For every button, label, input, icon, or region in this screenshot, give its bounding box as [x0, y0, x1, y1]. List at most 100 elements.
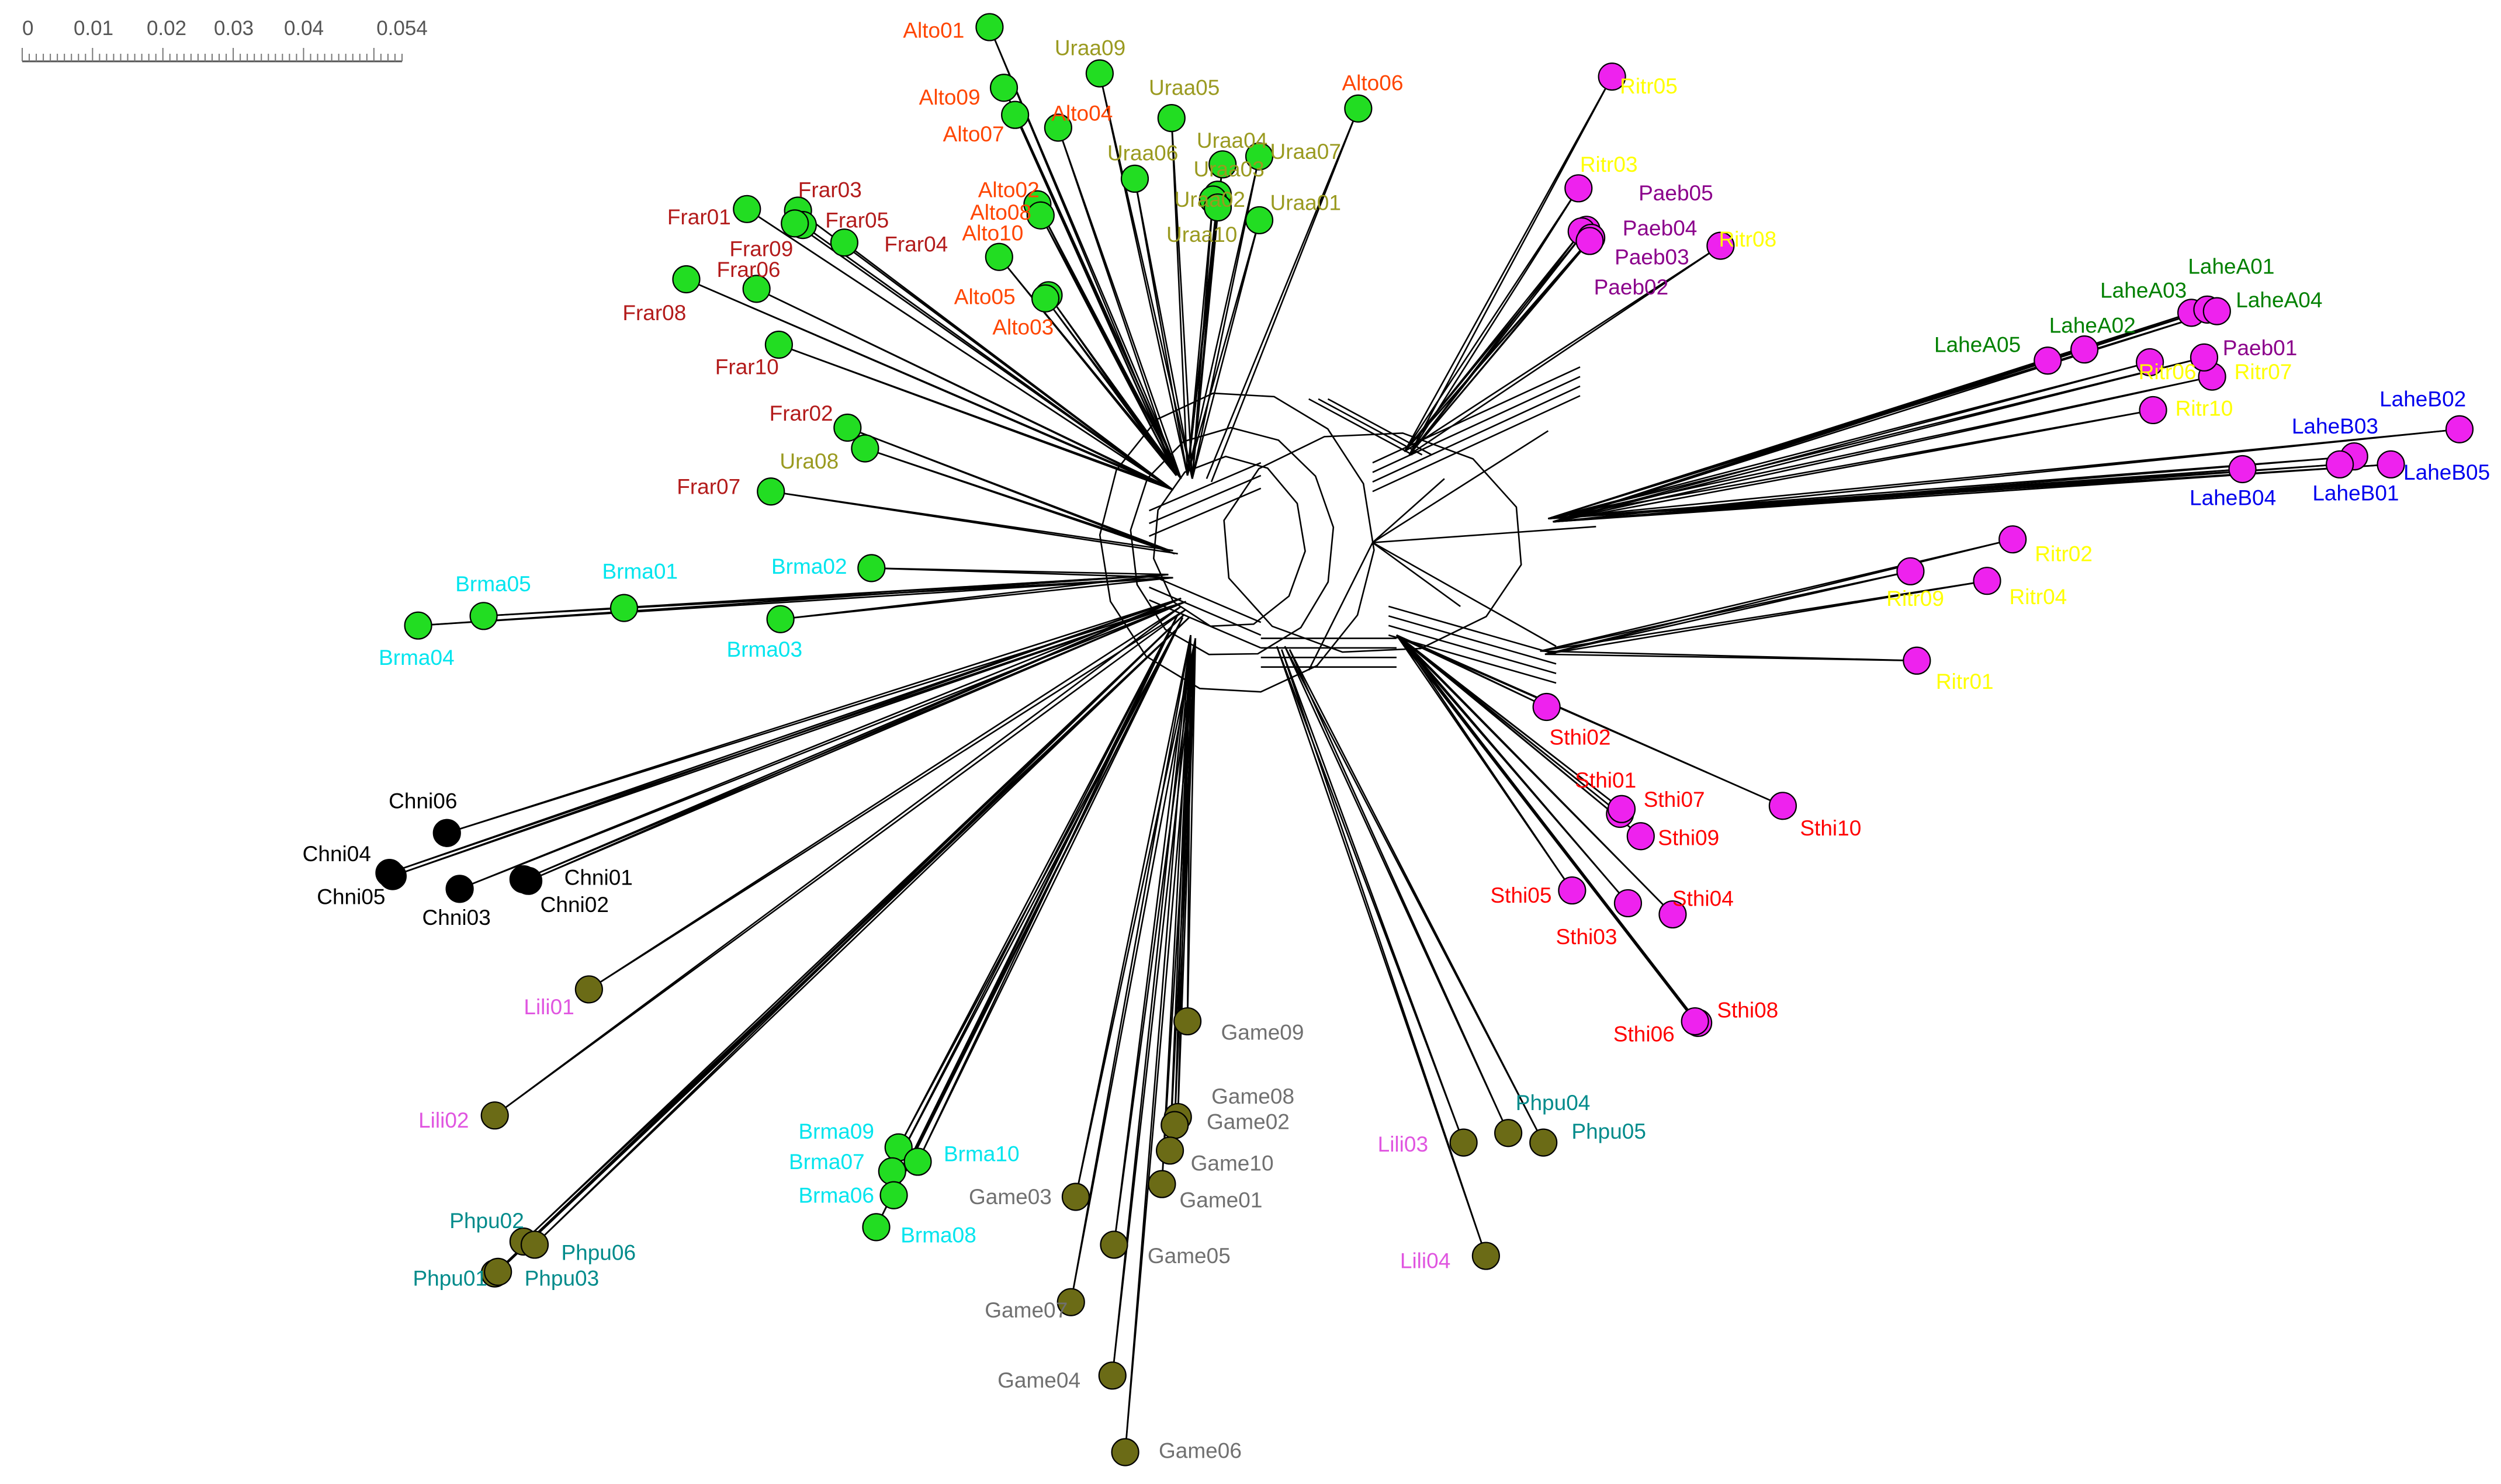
taxon-node — [1613, 889, 1643, 918]
taxon-node — [484, 1257, 512, 1286]
taxon-label: Ura08 — [780, 449, 839, 473]
taxon-node — [1208, 150, 1237, 179]
taxon-edge-parallel — [497, 617, 1190, 1273]
taxon-node — [1706, 231, 1735, 260]
taxon-edge-parallel — [1210, 108, 1359, 483]
web-ring — [1223, 432, 1522, 653]
taxon-label: Phpu02 — [449, 1209, 524, 1233]
taxon-label: Sthi05 — [1491, 883, 1552, 907]
taxon-node — [903, 1147, 932, 1176]
taxon-edge — [1170, 118, 1189, 476]
taxon-edge-parallel — [778, 344, 1173, 491]
taxon-label: Uraa04 — [1197, 129, 1267, 152]
taxon-node — [757, 477, 785, 506]
taxon-label: Sthi01 — [1575, 768, 1636, 792]
taxon-edge — [588, 605, 1182, 990]
taxon-label: Ritr10 — [2176, 397, 2233, 421]
taxon-edge — [1404, 245, 1721, 453]
taxon-edge — [1124, 634, 1191, 1452]
taxon-edge-parallel — [1124, 638, 1197, 1452]
taxon-label: Alto05 — [954, 285, 1016, 309]
taxon-label: Chni06 — [389, 789, 457, 813]
taxon-node — [1471, 1242, 1500, 1270]
taxon-edge — [1113, 634, 1191, 1245]
taxon-edge — [1404, 188, 1579, 452]
taxon-label: Phpu04 — [1516, 1091, 1591, 1115]
taxon-label: Chni03 — [422, 906, 491, 930]
taxon-edge-parallel — [756, 288, 1174, 491]
taxon-edge — [1404, 76, 1613, 452]
taxon-label: Brma06 — [798, 1183, 874, 1207]
taxon-node — [1532, 692, 1561, 722]
taxon-node — [1598, 63, 1626, 91]
taxon-node — [480, 1101, 509, 1130]
taxon-label: Ritr01 — [1936, 670, 1994, 694]
taxon-label: Paeb03 — [1615, 245, 1689, 269]
taxon-label: Uraa05 — [1149, 76, 1220, 100]
taxon-edge-parallel — [1057, 127, 1182, 479]
taxon-edge-parallel — [1099, 73, 1193, 479]
taxon-label: Lili02 — [418, 1108, 469, 1132]
taxon-label: Ritr04 — [2010, 585, 2067, 609]
taxon-node — [1044, 113, 1072, 142]
taxon-label: Uraa02 — [1175, 188, 1245, 211]
web-band-line — [1372, 385, 1581, 483]
taxon-node — [878, 1157, 906, 1185]
taxon-node — [1100, 1230, 1128, 1259]
taxon-label: Sthi09 — [1658, 826, 1719, 850]
taxon-label: Game02 — [1207, 1110, 1290, 1134]
web-rung — [1372, 526, 1596, 543]
taxon-edge — [1075, 634, 1191, 1197]
taxon-node — [742, 275, 771, 303]
web-band-line — [1149, 574, 1262, 623]
taxon-label: Sthi08 — [1717, 998, 1778, 1022]
taxon-label: LaheB02 — [2379, 387, 2466, 411]
taxon-node — [2139, 396, 2167, 425]
web-band-line — [1388, 615, 1557, 665]
taxon-node — [781, 209, 809, 238]
taxon-label: Uraa07 — [1270, 140, 1341, 164]
taxon-node — [1449, 1128, 1478, 1157]
taxon-node — [1031, 284, 1060, 313]
taxon-edge-parallel — [1408, 240, 1591, 456]
taxon-node — [1120, 164, 1149, 193]
taxon-label: Chni05 — [317, 885, 385, 909]
taxon-node — [764, 330, 793, 359]
taxon-label: Game06 — [1159, 1438, 1242, 1462]
taxon-node — [1056, 1288, 1085, 1316]
taxon-label: Frar06 — [717, 258, 781, 282]
taxon-label: Sthi07 — [1644, 788, 1705, 812]
taxon-edge — [497, 613, 1185, 1273]
taxon-node — [1001, 100, 1030, 129]
taxon-node — [833, 413, 862, 442]
taxon-edge-parallel — [1544, 538, 2013, 656]
taxon-node — [1998, 525, 2027, 554]
taxon-node — [2445, 415, 2474, 443]
taxon-label: Paeb01 — [2223, 336, 2298, 360]
taxon-node — [1203, 193, 1232, 222]
taxon-label: Alto03 — [992, 315, 1054, 339]
taxon-label: LaheA04 — [2236, 288, 2322, 312]
taxon-edge-parallel — [1170, 118, 1193, 479]
taxon-label: Alto07 — [943, 122, 1004, 146]
taxon-label: Game03 — [969, 1185, 1052, 1209]
taxon-node — [2136, 348, 2164, 377]
taxon-node — [404, 611, 432, 640]
taxon-edge — [1404, 240, 1591, 452]
taxon-label: Uraa10 — [1166, 223, 1237, 247]
taxon-edge-parallel — [1401, 637, 1674, 915]
taxon-node — [514, 866, 543, 895]
taxon-edge-parallel — [1070, 638, 1197, 1303]
taxon-edge-parallel — [771, 490, 1178, 555]
taxon-node — [2326, 450, 2354, 479]
taxon-edge-parallel — [685, 278, 1174, 491]
web-band-line — [1372, 395, 1581, 493]
taxon-node — [1494, 1119, 1523, 1147]
taxon-label: Frar03 — [798, 178, 862, 202]
taxon-node — [1026, 201, 1055, 230]
web-band-line — [1372, 366, 1581, 464]
taxon-node — [1607, 795, 1636, 823]
taxon-edge-parallel — [459, 601, 1186, 890]
taxon-edge — [1404, 231, 1582, 452]
taxon-label: Brma04 — [379, 646, 455, 670]
